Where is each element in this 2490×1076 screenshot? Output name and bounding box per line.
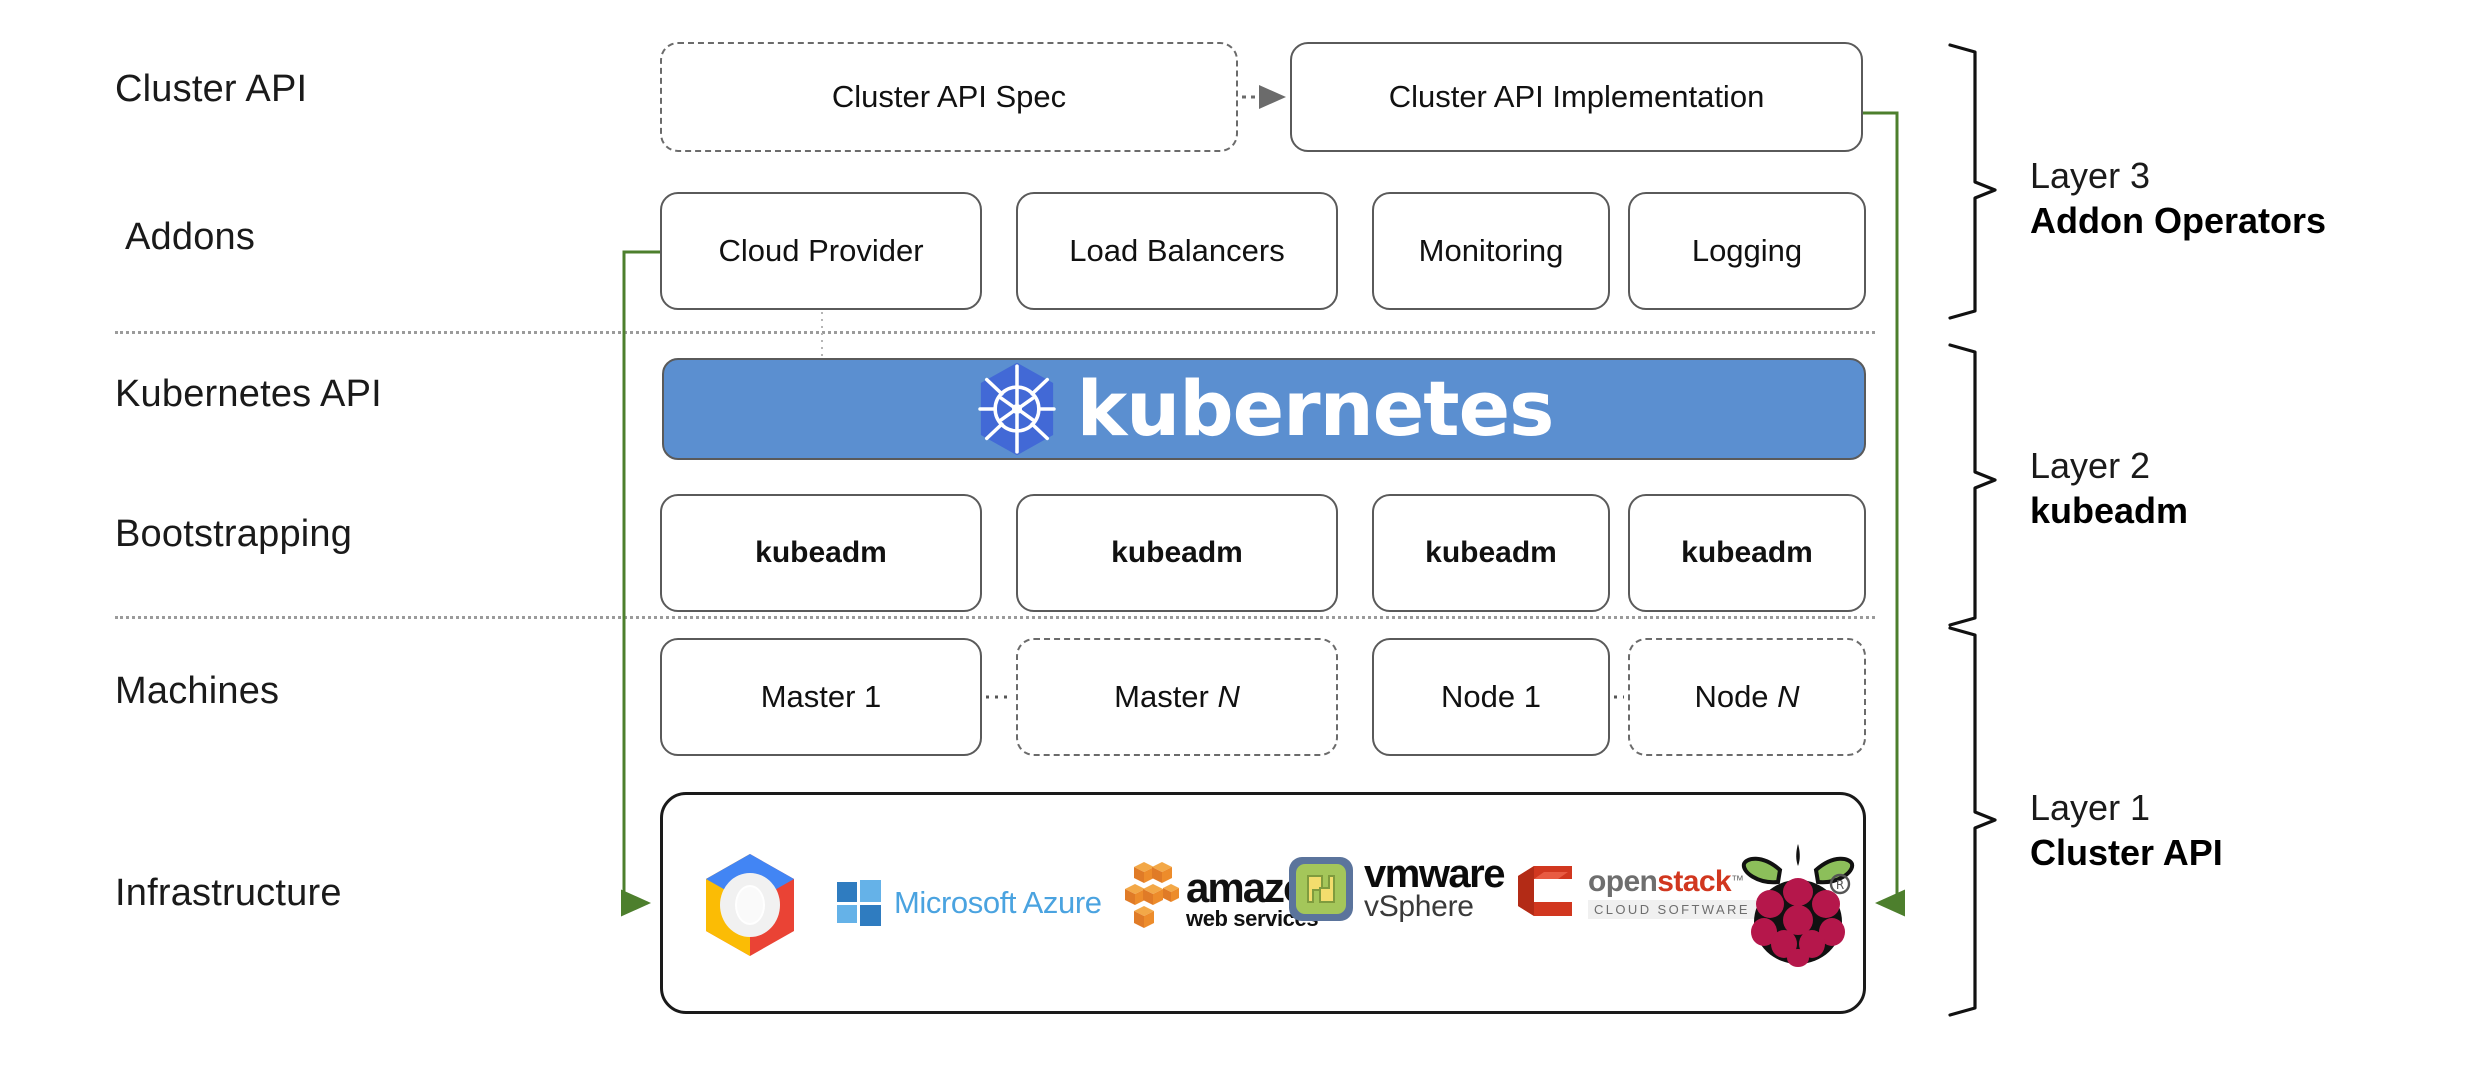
raspberry-pi-logo: R [1740, 840, 1856, 968]
vmware-wordmark: vmware [1364, 852, 1505, 896]
vmware-icon [1289, 857, 1353, 921]
bootstrap-box-2[interactable]: kubeadm [1016, 494, 1338, 612]
separator-layer3-layer2 [115, 331, 1875, 334]
cluster-api-spec-box[interactable]: Cluster API Spec [660, 42, 1238, 152]
vmware-vsphere-logo: vmware vSphere [1288, 852, 1505, 923]
openstack-wordmark-stack: stack [1657, 865, 1731, 898]
row-label-cluster-api: Cluster API [115, 68, 308, 110]
microsoft-windows-icon [837, 880, 881, 926]
kubernetes-helm-logo [977, 362, 1056, 456]
bootstrap-label-3: kubeadm [1425, 536, 1557, 569]
machine-label-master-1: Master 1 [760, 679, 882, 714]
machine-label-node-1: Node 1 [1441, 679, 1541, 714]
raspberry-pi-icon: R [1741, 844, 1855, 967]
addon-label-load-balancers: Load Balancers [1069, 233, 1285, 268]
layer-2-name: kubeadm [2030, 490, 2189, 531]
brace-layer-3 [1948, 43, 1997, 320]
aws-boxes-icon [1125, 862, 1179, 928]
addon-label-logging: Logging [1691, 233, 1803, 268]
machine-label-master-n: Master N [1114, 679, 1240, 714]
connector-implementation-to-infrastructure [1863, 111, 1905, 917]
layer-3-name: Addon Operators [2030, 200, 2327, 241]
amazon-web-services-logo: amazon web services [1122, 860, 1332, 932]
bootstrap-box-3[interactable]: kubeadm [1372, 494, 1610, 612]
layer-3-number: Layer 3 [2030, 155, 2151, 196]
machine-box-node-1[interactable]: Node 1 [1372, 638, 1610, 756]
cluster-api-implementation-box[interactable]: Cluster API Implementation [1290, 42, 1863, 152]
layer-caption-3: Layer 3 Addon Operators [2030, 153, 2326, 243]
layer-2-number: Layer 2 [2030, 445, 2151, 486]
google-cloud-platform-logo [698, 850, 802, 960]
row-label-bootstrapping: Bootstrapping [115, 513, 353, 555]
addon-box-monitoring[interactable]: Monitoring [1372, 192, 1610, 310]
machine-box-master-n[interactable]: Master N [1016, 638, 1338, 756]
row-label-machines: Machines [115, 670, 280, 712]
addon-box-logging[interactable]: Logging [1628, 192, 1866, 310]
machine-label-node-n: Node N [1694, 679, 1800, 714]
bootstrap-box-1[interactable]: kubeadm [660, 494, 982, 612]
connector-cloudprovider-to-infrastructure [621, 250, 660, 917]
openstack-trademark-icon: ™ [1731, 872, 1744, 888]
machine-box-node-n[interactable]: Node N [1628, 638, 1866, 756]
bootstrap-label-4: kubeadm [1681, 536, 1813, 569]
addon-label-monitoring: Monitoring [1418, 233, 1564, 268]
kubernetes-banner[interactable]: kubernetes [662, 358, 1866, 460]
row-label-infrastructure: Infrastructure [115, 872, 342, 914]
separator-layer2-layer1 [115, 616, 1875, 619]
openstack-subtext: CLOUD SOFTWARE [1588, 900, 1756, 919]
bootstrap-label-2: kubeadm [1111, 536, 1243, 569]
layer-1-number: Layer 1 [2030, 787, 2151, 828]
addon-box-load-balancers[interactable]: Load Balancers [1016, 192, 1338, 310]
brace-layer-2 [1948, 343, 1997, 627]
addon-label-cloud-provider: Cloud Provider [718, 233, 924, 268]
bootstrap-label-1: kubeadm [755, 536, 887, 569]
vsphere-subtext: vSphere [1364, 890, 1474, 923]
addon-box-cloud-provider[interactable]: Cloud Provider [660, 192, 982, 310]
openstack-icon [1518, 866, 1572, 916]
cluster-api-implementation-label: Cluster API Implementation [1388, 79, 1765, 114]
microsoft-azure-logo: Microsoft Azure [836, 880, 1102, 926]
layer-caption-1: Layer 1 Cluster API [2030, 785, 2223, 875]
bootstrap-box-4[interactable]: kubeadm [1628, 494, 1866, 612]
layer-1-name: Cluster API [2030, 832, 2223, 873]
svg-text:R: R [1836, 878, 1844, 892]
openstack-logo: openstack™ CLOUD SOFTWARE [1512, 862, 1756, 924]
microsoft-azure-wordmark: Microsoft Azure [894, 885, 1102, 920]
openstack-wordmark-open: open [1588, 865, 1658, 898]
kubernetes-wordmark: kubernetes [1076, 364, 1555, 453]
row-label-kubernetes-api: Kubernetes API [115, 373, 382, 415]
brace-layer-1 [1948, 626, 1997, 1017]
machine-box-master-1[interactable]: Master 1 [660, 638, 982, 756]
cluster-api-spec-label: Cluster API Spec [831, 79, 1067, 114]
layer-caption-2: Layer 2 kubeadm [2030, 443, 2188, 533]
row-label-addons: Addons [125, 216, 256, 258]
